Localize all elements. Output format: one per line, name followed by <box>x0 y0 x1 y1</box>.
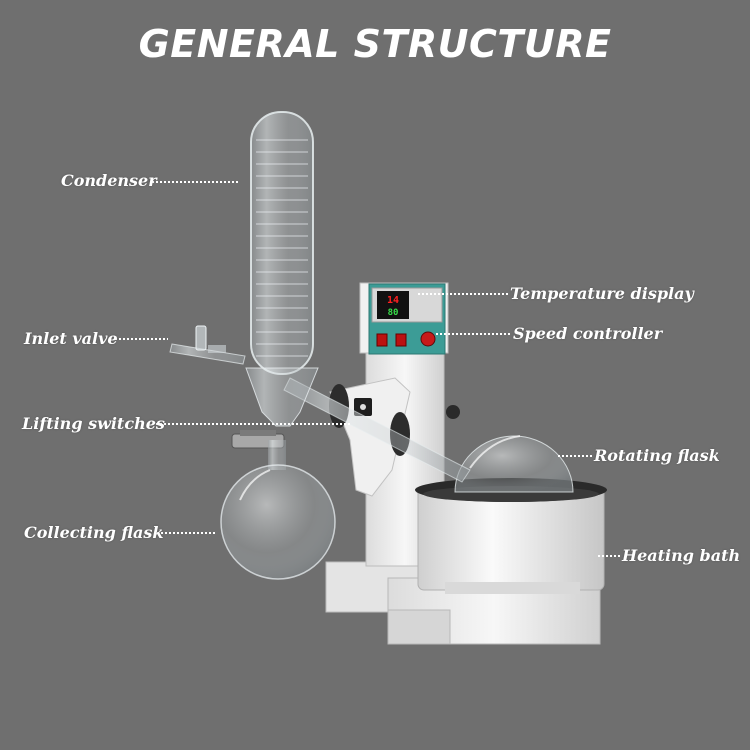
leader-lines <box>115 181 620 557</box>
label-speed-controller: Speed controller <box>513 324 663 343</box>
rotating-flask <box>454 435 574 493</box>
power-switches[interactable] <box>376 333 407 347</box>
speed-controller-knob[interactable] <box>420 331 436 347</box>
condenser <box>245 111 319 427</box>
label-collecting-flask: Collecting flask <box>24 523 164 542</box>
display-lower-reading: 80 <box>388 308 399 318</box>
side-knob[interactable] <box>446 405 460 419</box>
inlet-valve[interactable] <box>169 325 246 365</box>
page-title: GENERAL STRUCTURE <box>138 22 612 66</box>
label-heating-bath: Heating bath <box>622 546 741 565</box>
display-upper-reading: 14 <box>387 295 399 306</box>
collecting-flask <box>220 440 336 580</box>
temperature-display: 14 80 <box>377 291 409 319</box>
label-lifting-switches: Lifting switches <box>22 414 165 433</box>
lifting-switch[interactable] <box>354 398 372 416</box>
label-rotating-flask: Rotating flask <box>594 446 720 465</box>
label-condenser: Condenser <box>61 171 157 190</box>
heating-bath <box>415 478 607 594</box>
label-inlet-valve: Inlet valve <box>24 329 118 348</box>
label-temperature-display: Temperature display <box>510 284 694 303</box>
